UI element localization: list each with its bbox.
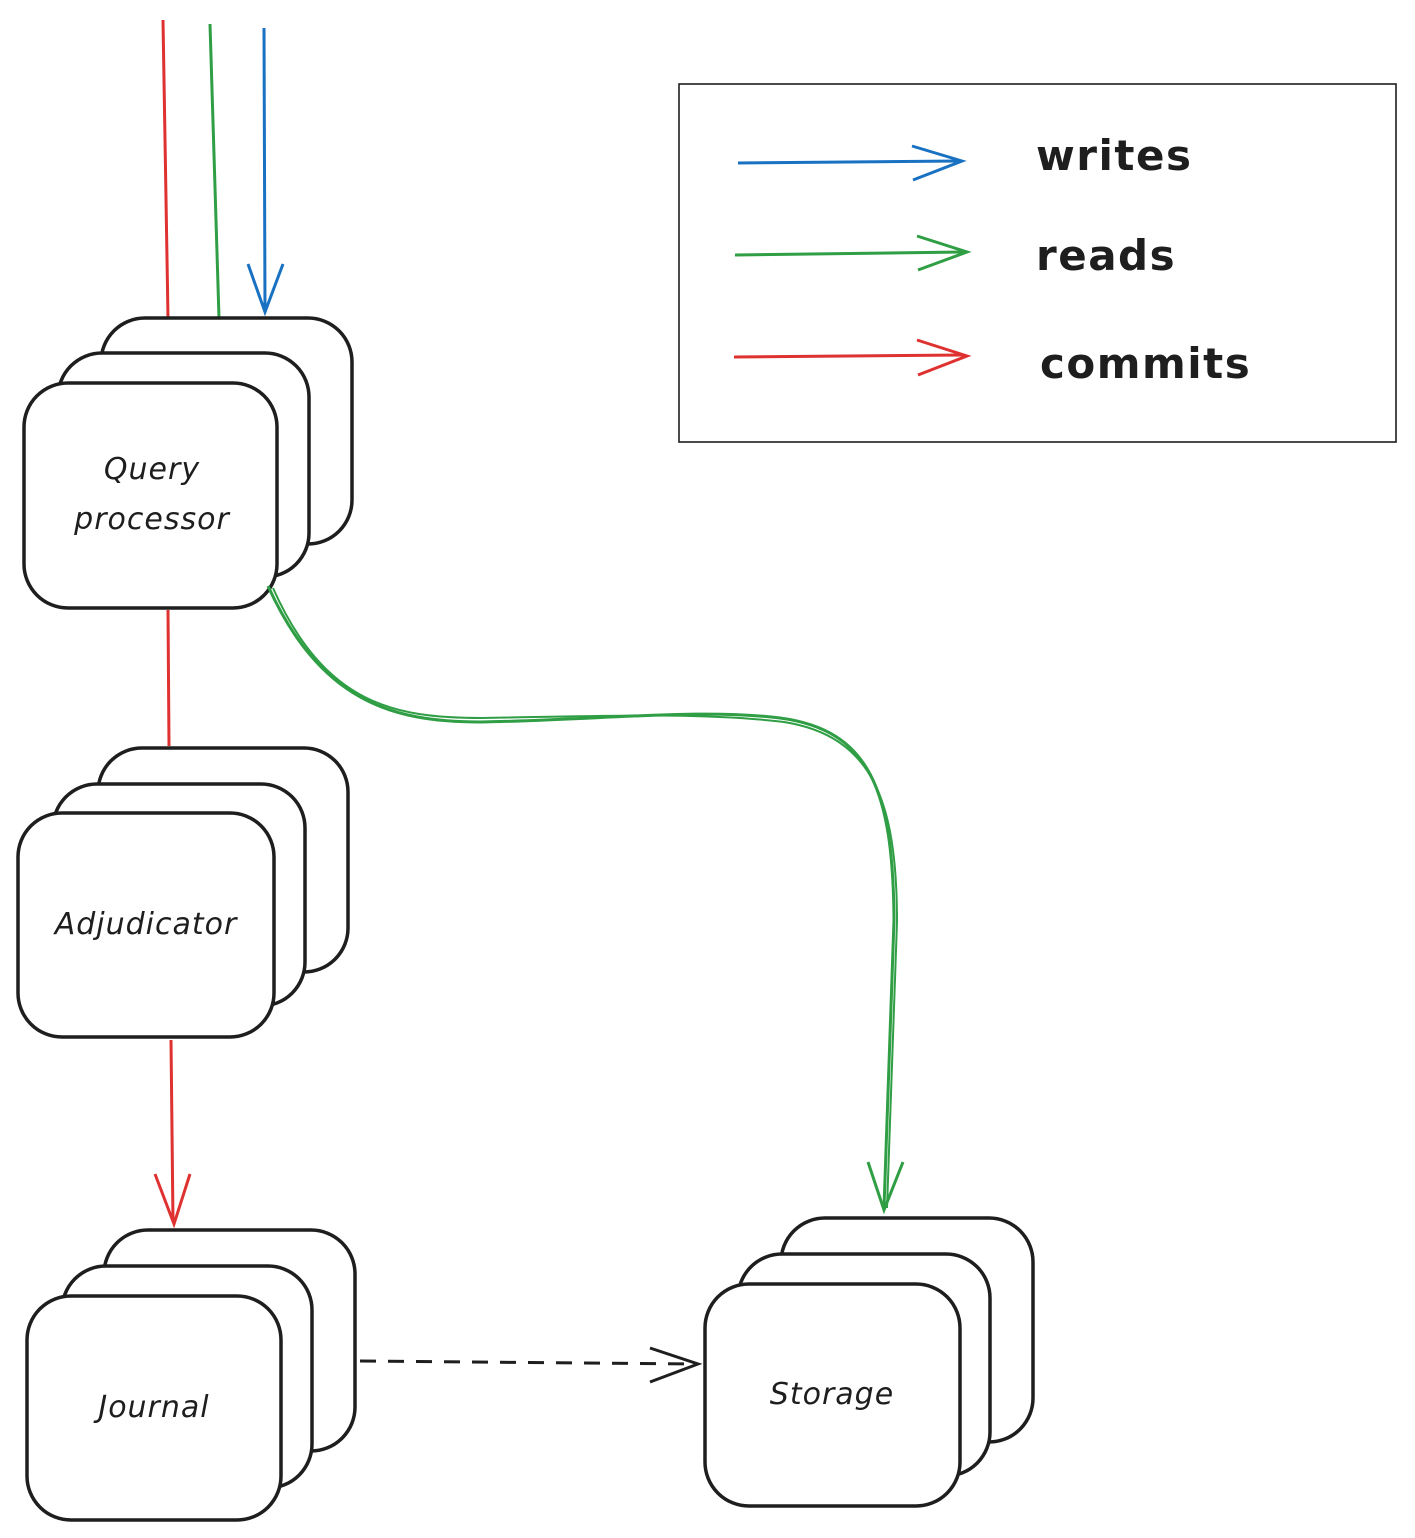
adjudicator-node: Adjudicator: [16, 746, 350, 1039]
reads-arrowhead: [866, 1161, 905, 1215]
commits-arrow-adjudicator-to-journal: [169, 1039, 175, 1223]
commits-line-qp-to-adjudicator: [166, 609, 171, 747]
legend-writes-arrow: [737, 159, 959, 165]
adjudicator-label: Adjudicator: [53, 907, 238, 942]
reads-curve-qp-to-storage: [266, 585, 896, 1209]
reads-incoming-line: [208, 23, 221, 319]
legend-reads-label: reads: [1036, 231, 1176, 280]
legend: writes reads commits: [678, 83, 1397, 443]
commits-incoming-line: [161, 19, 170, 319]
legend-frame: [678, 83, 1397, 443]
query-processor-node: Query processor: [22, 316, 354, 610]
reads-curve-second-stroke: [272, 587, 899, 1209]
query-processor-label-line2: processor: [73, 502, 230, 537]
legend-reads-arrow: [734, 250, 964, 257]
legend-writes-arrowhead: [911, 144, 967, 182]
storage-node: Storage: [703, 1216, 1035, 1508]
commits-arrowhead: [153, 1173, 192, 1229]
writes-incoming-arrow: [262, 27, 267, 311]
legend-commits-label: commits: [1040, 339, 1251, 388]
dashed-arrowhead: [649, 1346, 703, 1384]
legend-commits-arrowhead: [916, 338, 972, 377]
storage-label: Storage: [770, 1377, 894, 1412]
legend-reads-arrowhead: [916, 234, 972, 272]
journal-node: Journal: [25, 1228, 357, 1522]
dashed-arrow-journal-to-storage: [359, 1359, 697, 1366]
writes-incoming-arrowhead: [246, 263, 285, 317]
legend-commits-arrow: [733, 353, 964, 359]
journal-label: Journal: [93, 1390, 209, 1425]
legend-writes-label: writes: [1036, 131, 1192, 180]
query-processor-label-line1: Query: [104, 452, 200, 487]
